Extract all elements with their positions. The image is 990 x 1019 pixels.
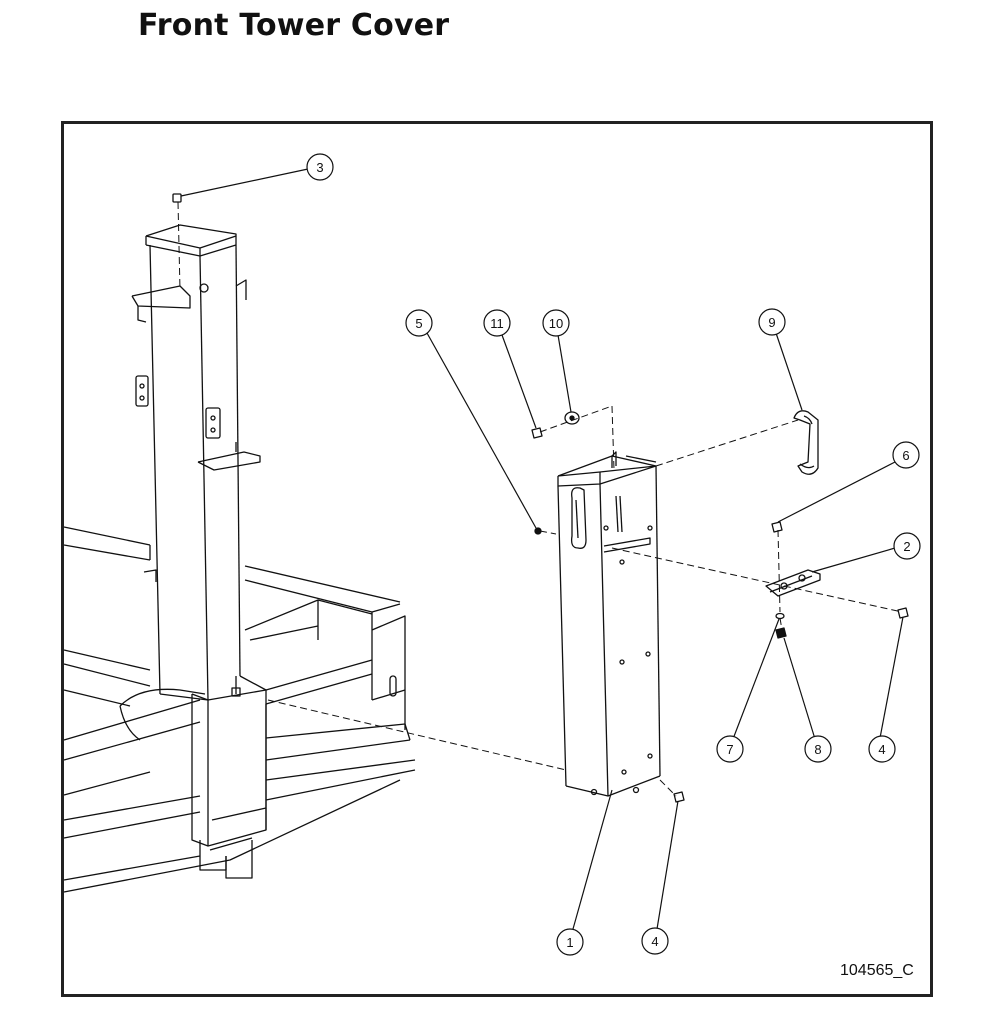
base-frame [63,526,416,893]
svg-text:5: 5 [415,316,422,331]
front-tower-cover [557,451,661,797]
svg-text:3: 3 [316,160,323,175]
screw-part [531,427,543,439]
svg-text:6: 6 [902,448,909,463]
assembly-lines [177,201,903,797]
screw-part [771,521,783,533]
leader-lines [180,168,904,930]
screw-part [897,607,909,619]
svg-text:7: 7 [726,742,733,757]
callout-11: 11 [483,309,511,337]
callout-10: 10 [542,309,570,337]
svg-text:4: 4 [651,934,658,949]
svg-text:9: 9 [768,315,775,330]
svg-text:11: 11 [490,316,504,331]
svg-text:1: 1 [566,935,573,950]
callout-4b: 4 [641,927,669,955]
callout-3: 3 [306,153,334,181]
screw-part [673,791,685,803]
svg-text:4: 4 [878,742,885,757]
callout-6: 6 [892,441,920,469]
handle-part [793,410,819,475]
callout-7: 7 [716,735,744,763]
tower-post [131,224,261,701]
washer-part [775,612,785,620]
callout-4a: 4 [868,735,896,763]
callout-8: 8 [804,735,832,763]
bracket-part [765,569,821,597]
svg-text:10: 10 [549,316,563,331]
page-title: Front Tower Cover [138,8,450,43]
svg-text:2: 2 [903,539,910,554]
drawing-frame [61,121,933,997]
svg-text:8: 8 [814,742,821,757]
nut-part [775,627,787,639]
drawing-number: 104565_C [840,962,914,979]
callout-9: 9 [758,308,786,336]
callout-1: 1 [556,928,584,956]
cap-plug-part [172,193,182,203]
callout-2: 2 [893,532,921,560]
callout-5: 5 [405,309,433,337]
